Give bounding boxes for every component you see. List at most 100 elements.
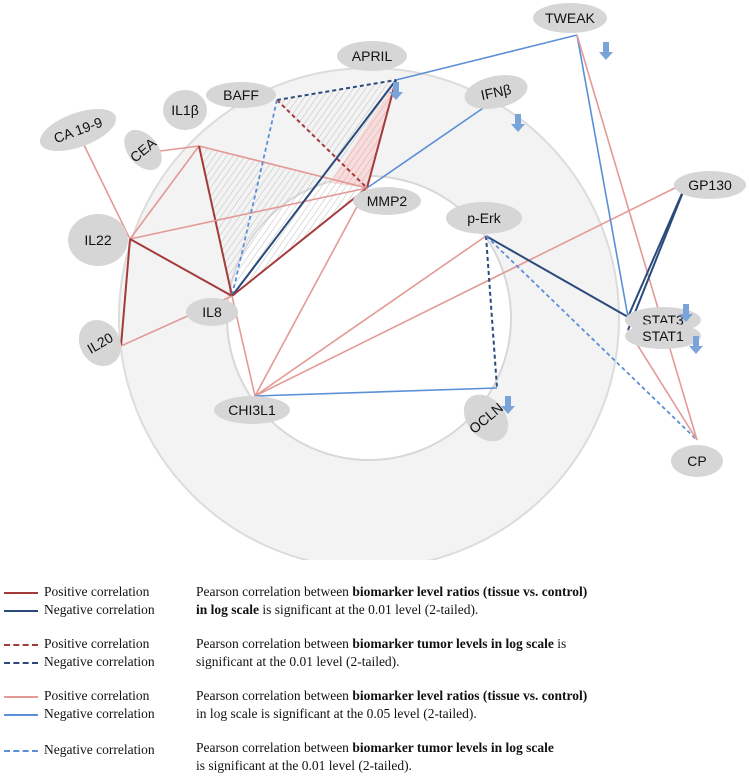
edge-april-mmp2 <box>366 79 397 189</box>
down-arrow-icon <box>599 42 613 60</box>
edge-chi3l1-gp130 <box>254 181 688 397</box>
legend-description: Pearson correlation between biomarker tu… <box>196 636 566 652</box>
legend-desc-text: Pearson correlation between <box>196 688 353 703</box>
legend-desc-text: Pearson correlation between <box>196 636 353 651</box>
down-arrow-icon <box>389 82 403 100</box>
node-bubble <box>206 82 276 108</box>
legend-row: Negative correlation <box>0 740 749 760</box>
node-label: GP130 <box>688 177 732 193</box>
node-label: IL1β <box>171 102 199 118</box>
legend-desc-text: Pearson correlation between <box>196 740 353 755</box>
node-baff: BAFF <box>206 82 276 108</box>
node-label: TWEAK <box>545 10 595 26</box>
down-arrow-icon <box>689 336 703 354</box>
node-ca199: CA 19-9 <box>39 108 117 152</box>
node-stat1: STAT1 <box>625 323 703 354</box>
legend-desc-text: is significant at the 0.01 level (2-tail… <box>196 758 412 773</box>
edge-il22-il20 <box>120 238 131 347</box>
edge-gp130-stat1 <box>627 181 688 331</box>
edge-il1b-il22 <box>129 145 200 240</box>
legend-line-swatch <box>4 662 38 664</box>
legend-desc-text: Pearson correlation between <box>196 584 353 599</box>
edge-april-il8 <box>231 79 397 297</box>
legend-description: in log scale is significant at the 0.05 … <box>196 706 477 722</box>
legend-row: Positive correlation <box>0 582 749 602</box>
node-il20: IL20 <box>78 319 122 367</box>
legend-desc-bold: biomarker level ratios (tissue vs. contr… <box>352 584 588 599</box>
node-bubble <box>463 394 509 442</box>
legend-desc-bold: in log scale <box>196 602 259 617</box>
edge-chi3l1-perk <box>254 235 487 397</box>
node-label: MMP2 <box>367 193 408 209</box>
edge-tweak-stat3 <box>576 34 629 318</box>
legend-row: Negative correlation <box>0 652 749 672</box>
node-bubble <box>214 396 290 424</box>
node-ocln: OCLN <box>463 394 515 442</box>
legend-description: significant at the 0.01 level (2-tailed)… <box>196 654 400 670</box>
node-cp: CP <box>671 445 723 477</box>
node-tweak: TWEAK <box>533 3 613 60</box>
node-chi3l1: CHI3L1 <box>214 396 290 424</box>
node-bubble <box>671 445 723 477</box>
edge-cea-il1b <box>159 145 200 152</box>
legend-desc-text: is significant at the 0.01 level (2-tail… <box>259 602 479 617</box>
edge-il22-mmp2 <box>129 187 368 240</box>
edge-baff-april <box>276 79 397 101</box>
node-bubble <box>464 74 528 110</box>
edge-ifnb-mmp2 <box>366 103 490 189</box>
legend-line-swatch <box>4 592 38 594</box>
node-label: p-Erk <box>467 210 501 226</box>
legend-row: Negative correlation <box>0 704 749 724</box>
edge-layer <box>83 34 698 441</box>
legend-line-swatch <box>4 750 38 752</box>
down-arrow-icon <box>679 304 693 322</box>
node-label: IL22 <box>84 232 111 248</box>
legend-description: Pearson correlation between biomarker le… <box>196 688 587 704</box>
legend-label: Negative correlation <box>44 706 155 721</box>
node-mmp2: MMP2 <box>353 187 421 215</box>
node-bubble <box>674 171 746 199</box>
node-bubble <box>625 323 701 349</box>
legend-description: is significant at the 0.01 level (2-tail… <box>196 758 412 774</box>
edge-baff-il8 <box>231 99 278 297</box>
edge-tweak-cp <box>576 34 698 441</box>
edge-ca199-il22 <box>83 144 131 240</box>
node-label: IFNβ <box>479 81 512 103</box>
legend-row: Positive correlation <box>0 634 749 654</box>
edge-april-tweak <box>395 34 578 81</box>
edge-stat1-cp <box>627 329 698 441</box>
node-il22: IL22 <box>68 214 128 266</box>
down-arrow-icon <box>511 114 525 132</box>
hatched-region-red <box>330 80 396 188</box>
legend-line-swatch <box>4 610 38 612</box>
legend-label: Negative correlation <box>44 654 155 669</box>
edge-perk-stat3 <box>485 235 629 318</box>
node-bubble <box>68 214 128 266</box>
legend-desc-bold: biomarker tumor levels in log scale <box>352 740 554 755</box>
node-april: APRIL <box>337 41 407 100</box>
edge-perk-ocln <box>485 235 498 389</box>
down-arrow-icon <box>501 396 515 414</box>
node-label: STAT1 <box>642 328 684 344</box>
node-ifnb: IFNβ <box>464 74 528 132</box>
edge-chi3l1-ocln <box>254 387 498 397</box>
legend-desc-text: is <box>553 636 567 651</box>
legend-row: Negative correlation <box>0 600 749 620</box>
edge-mmp2-il8 <box>231 187 368 297</box>
node-bubble <box>353 187 421 215</box>
edge-il22-il8 <box>129 238 233 297</box>
node-bubble <box>533 3 607 33</box>
node-perk: p-Erk <box>446 202 522 234</box>
node-label: APRIL <box>352 48 393 64</box>
node-bubble <box>124 129 162 171</box>
edge-mmp2-chi3l1 <box>254 187 368 397</box>
legend-line-swatch <box>4 644 38 646</box>
node-gp130: GP130 <box>674 171 746 199</box>
node-bubble <box>186 298 238 326</box>
legend-line-swatch <box>4 714 38 716</box>
legend-description: Pearson correlation between biomarker le… <box>196 584 587 600</box>
edge-il1b-mmp2 <box>198 145 368 189</box>
node-bubble <box>446 202 522 234</box>
